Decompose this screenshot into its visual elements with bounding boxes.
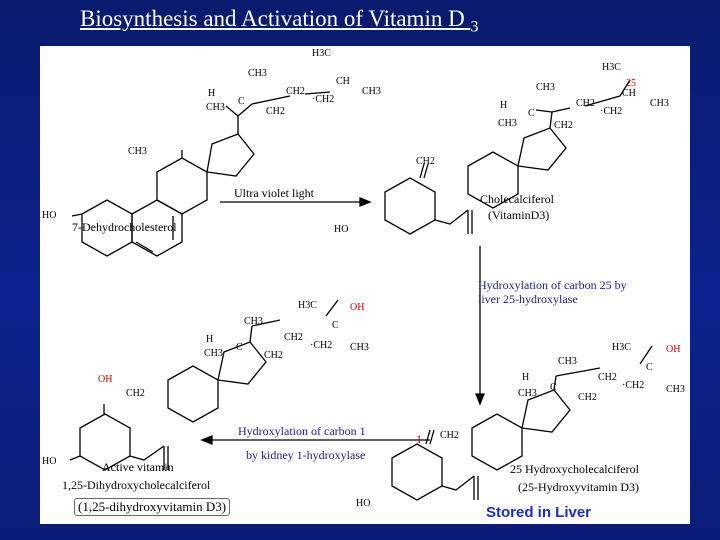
label-mid-h3c: H3C <box>612 342 631 353</box>
label-h: H <box>208 88 216 99</box>
structure-cholecalciferol <box>384 79 631 235</box>
label-mid-ch3c: CH3 <box>518 388 537 399</box>
label-ho-a: HO <box>42 210 57 221</box>
label-mid-c2: C <box>550 382 557 393</box>
label-mid-h: H <box>522 372 530 383</box>
label-mid-ho: HO <box>356 498 371 509</box>
label-active-c: C <box>332 320 339 331</box>
label-mid-ch2c: CH2 <box>578 392 597 403</box>
label-ho-b: HO <box>334 224 349 235</box>
label-uv-light: Ultra violet light <box>234 186 314 200</box>
label-ch-b: CH <box>622 88 636 99</box>
label-ch: CH <box>336 76 350 87</box>
label-mid-c: C <box>646 362 653 373</box>
label-hydrox1-2: by kidney 1-hydroxylase <box>246 448 366 462</box>
label-mid-ch2: CH2 <box>598 372 617 383</box>
label-ch3-d: CH3 <box>650 98 669 109</box>
label-active-name: Active vitamin <box>102 460 174 474</box>
label-mid-alt: (25-Hydroxyvitamin D3) <box>518 480 639 494</box>
label-ch2a: CH2 <box>286 86 305 97</box>
structure-active-vitamin <box>69 299 339 471</box>
label-hydrox1-1: Hydroxylation of carbon 1 <box>238 424 366 438</box>
label-mid-ch2b: ·CH2 <box>622 380 645 391</box>
label-active-oh2: OH <box>98 374 113 385</box>
label-ch2-d: ·CH2 <box>600 106 623 117</box>
label-ch3-e: CH3 <box>536 82 555 93</box>
label-c: C <box>238 96 245 107</box>
label-active-ch2b: ·CH2 <box>310 340 333 351</box>
label-hydrox25-2: liver 25-hydroxylase <box>478 292 578 306</box>
label-stored-in-liver: Stored in Liver <box>486 504 592 521</box>
structures-svg <box>69 79 653 501</box>
label-ch3-ring: CH3 <box>128 146 147 157</box>
structure-7-dehydrocholesterol <box>71 91 331 257</box>
label-h3c: H3C <box>312 48 331 59</box>
label-mid-ch2-exo: CH2 <box>440 430 459 441</box>
label-active-ho: HO <box>42 456 57 467</box>
label-active-ch3c: CH3 <box>204 348 223 359</box>
label-mid-name: 25 Hydroxycholecalciferol <box>510 462 639 476</box>
label-mid-ch3: CH3 <box>558 356 577 367</box>
label-active-oh: OH <box>350 302 365 313</box>
label-ch3-f: CH3 <box>498 118 517 129</box>
label-h3c-b: H3C <box>602 62 621 73</box>
label-ch2b: ·CH2 <box>312 94 335 105</box>
label-ch3: CH3 <box>248 68 267 79</box>
label-cholecalciferol: Cholecalciferol <box>480 192 554 206</box>
label-h-b: H <box>500 100 508 111</box>
label-25: 25 <box>626 78 636 89</box>
label-active-ch2: CH2 <box>284 332 303 343</box>
label-ch3c: CH3 <box>206 102 225 113</box>
label-active-full: 1,25-Dihydroxycholecalciferol <box>62 478 211 492</box>
label-active-h: H <box>206 334 214 345</box>
label-active-ch2-exo: CH2 <box>126 388 145 399</box>
label-active-ch3b: CH3 <box>350 342 369 353</box>
label-7-dehydrocholesterol: 7-Dehydrocholesterol <box>72 220 177 234</box>
label-mid-oh: OH <box>666 344 681 355</box>
structure-25-hydroxy <box>391 345 653 501</box>
label-ch2-e: CH2 <box>554 120 573 131</box>
label-mid-ch3b: CH3 <box>666 384 685 395</box>
label-ch2-exo: CH2 <box>416 156 435 167</box>
label-vitamin-d3: (VitaminD3) <box>488 208 550 222</box>
label-c-b: C <box>528 108 535 119</box>
label-num-1: 1 <box>416 432 422 446</box>
label-active-h3c: H3C <box>298 300 317 311</box>
label-ch2-c: CH2 <box>576 98 595 109</box>
diagram-panel: H3C CH3 CH CH3 CH2 ·CH2 H C CH3 CH2 CH3 … <box>40 46 690 524</box>
label-active-c2: C <box>236 342 243 353</box>
label-active-ch2c: CH2 <box>264 350 283 361</box>
label-hydrox25-1: Hydroxylation of carbon 25 by <box>478 278 627 292</box>
label-active-ch3: CH3 <box>244 316 263 327</box>
label-active-boxed: (1,25-dihydroxyvitamin D3) <box>74 498 231 516</box>
page-title: Biosynthesis and Activation of Vitamin D… <box>80 6 479 36</box>
label-ch2c: CH2 <box>266 106 285 117</box>
label-ch2: CH3 <box>362 86 381 97</box>
